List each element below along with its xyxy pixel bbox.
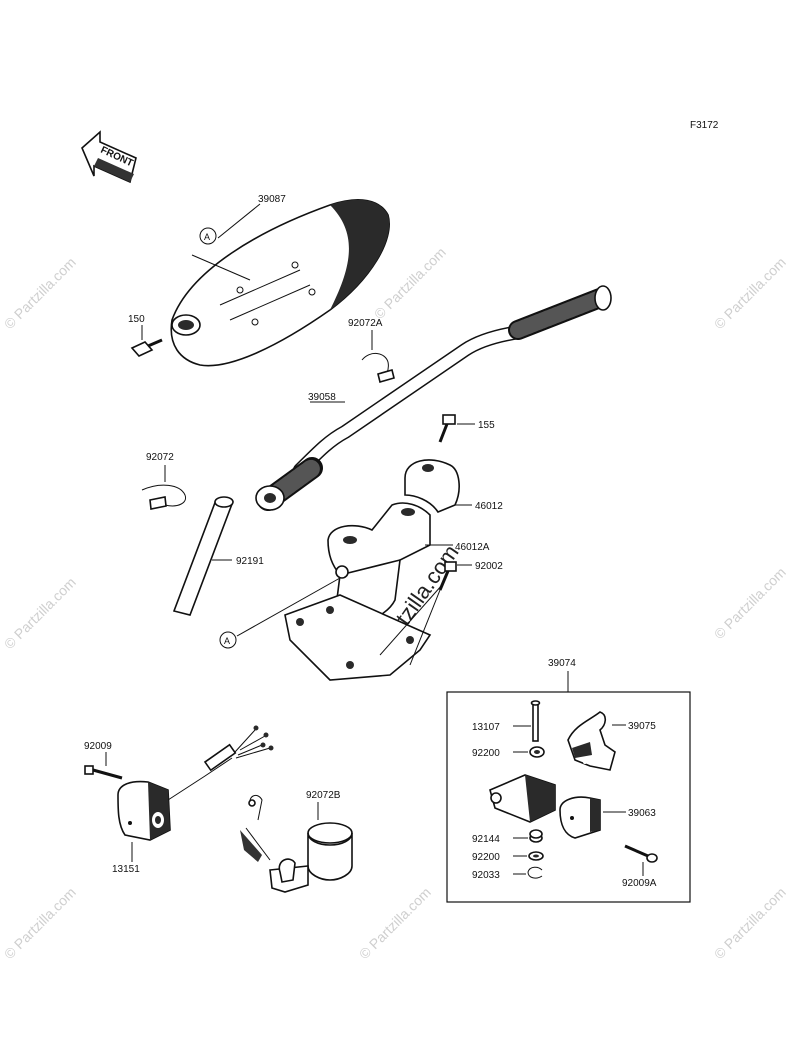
lever-body[interactable] [489,774,556,823]
label-155: 155 [478,420,495,431]
handlebar-39058[interactable] [255,285,612,511]
label-92144: 92144 [472,834,500,845]
label-39087: 39087 [258,194,286,205]
label-13107: 13107 [472,722,500,733]
watermarks: © Partzilla.com © Partzilla.com © Partzi… [1,244,789,962]
band-clamp-92072B[interactable] [240,794,353,893]
screw-92009A[interactable] [624,844,658,863]
label-92200-top: 92200 [472,748,500,759]
label-92009A: 92009A [622,878,657,889]
watermark-4: © Partzilla.com [1,574,79,652]
label-39063: 39063 [628,808,656,819]
label-92033: 92033 [472,870,500,881]
switch-13151[interactable] [117,725,274,841]
clamp-92072A[interactable] [361,353,395,383]
label-92072A: 92072A [348,318,383,329]
washer-92200-bottom[interactable] [528,851,544,861]
bolt-150[interactable] [130,338,163,357]
label-39058: 39058 [308,392,336,403]
lever-assembly-box [446,691,691,903]
figure-code: F3172 [690,120,719,131]
cover-39063[interactable] [559,796,601,839]
label-46012: 46012 [475,501,503,512]
label-13151: 13151 [112,864,140,875]
label-92072B: 92072B [306,790,341,801]
washer-92200-top[interactable] [529,746,545,758]
front-arrow-icon: FRONT [81,130,137,184]
watermark-5: © Partzilla.com [711,564,789,642]
screw-92009[interactable] [84,765,123,780]
bolt-155[interactable] [438,414,456,443]
handlebar-cover[interactable] [170,199,390,367]
watermark-6: © Partzilla.com [1,884,79,962]
spring-92144[interactable] [529,829,543,843]
ref-marker-a-bottom: A [219,577,341,649]
tube-92191[interactable] [172,496,234,616]
label-150: 150 [128,314,145,325]
handlebar-holder[interactable] [284,502,432,681]
label-92009: 92009 [84,741,112,752]
svg-text:A: A [204,232,210,242]
label-92191: 92191 [236,556,264,567]
clamp-cap-46012[interactable] [404,459,460,513]
svg-text:A: A [224,636,230,646]
watermark-1: © Partzilla.com [1,254,79,332]
label-39075: 39075 [628,721,656,732]
watermark-2: © Partzilla.com [371,244,449,322]
pin-13107[interactable] [530,700,541,742]
watermark-8: © Partzilla.com [711,884,789,962]
watermark-7: © Partzilla.com [356,884,434,962]
label-92200-bottom: 92200 [472,852,500,863]
label-92072: 92072 [146,452,174,463]
watermark-3: © Partzilla.com [711,254,789,332]
label-92002: 92002 [475,561,503,572]
clip-92033[interactable] [527,866,543,879]
label-39074: 39074 [548,658,576,669]
ref-marker-a-top: A [199,227,217,245]
label-46012A: 46012A [455,542,490,553]
lever-39075[interactable] [567,711,616,771]
clamp-92072[interactable] [141,484,187,510]
